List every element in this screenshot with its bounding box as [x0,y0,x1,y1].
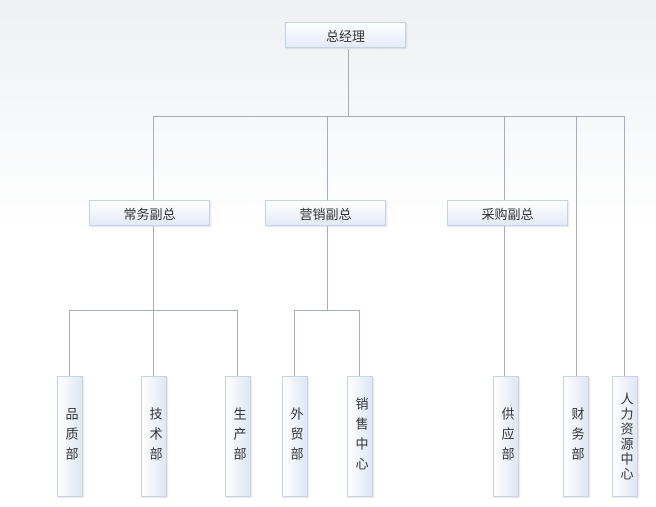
node-hr-center-label: 人力资源中心 [617,391,633,482]
node-finance-dept: 财务部 [563,376,589,497]
node-marketing-vp-label: 营销副总 [299,207,352,223]
node-production-dept-label: 生产部 [230,406,246,467]
node-general-vp-label: 常务副总 [123,207,176,223]
node-purchasing-vp: 采购副总 [447,200,568,226]
node-sales-center: 销售中心 [347,376,373,497]
node-sales-center-label: 销售中心 [352,396,368,477]
node-foreign-trade-dept: 外贸部 [282,376,308,497]
node-production-dept: 生产部 [225,376,251,497]
node-general-vp: 常务副总 [89,200,210,226]
node-technology-dept: 技术部 [141,376,167,497]
node-hr-center: 人力资源中心 [612,376,638,497]
node-purchasing-vp-label: 采购副总 [481,207,534,223]
node-technology-dept-label: 技术部 [146,406,162,467]
node-marketing-vp: 营销副总 [265,200,386,226]
node-foreign-trade-dept-label: 外贸部 [287,406,303,467]
node-quality-dept-label: 品质部 [62,406,78,467]
node-finance-dept-label: 财务部 [568,406,584,467]
node-general-manager: 总经理 [285,22,406,48]
node-general-manager-label: 总经理 [325,29,365,45]
node-supply-dept-label: 供应部 [498,406,514,467]
node-supply-dept: 供应部 [493,376,519,497]
node-quality-dept: 品质部 [57,376,83,497]
